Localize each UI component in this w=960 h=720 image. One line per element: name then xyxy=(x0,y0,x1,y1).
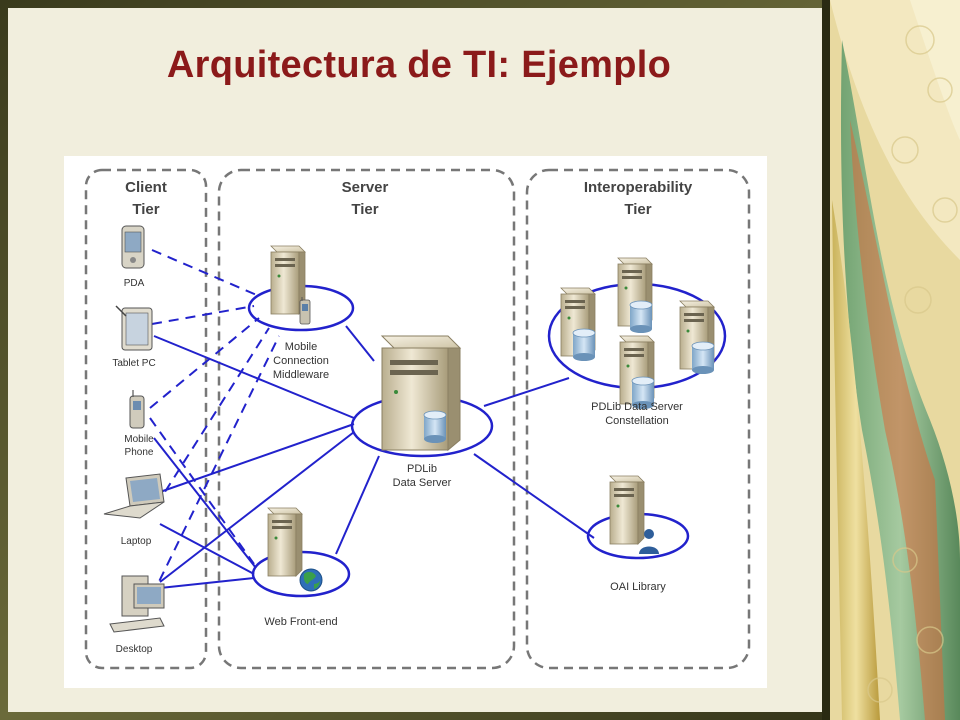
server-tier-box xyxy=(217,168,516,670)
mobile-phone-label-1: Mobile xyxy=(124,434,154,445)
tablet-pc-device[interactable]: Tablet PC xyxy=(112,305,156,369)
laptop-device[interactable]: Laptop xyxy=(103,473,165,547)
architecture-diagram: Client Tier Server Tier Interoperability… xyxy=(64,156,767,688)
web-front-end-server[interactable]: Web Front-end xyxy=(251,507,351,628)
mcm-label-2: Connection xyxy=(273,355,329,367)
globe-icon xyxy=(299,568,323,592)
client-tier-label: Client xyxy=(125,179,167,196)
desktop-computer-icon xyxy=(109,575,165,633)
oai-library-label: OAI Library xyxy=(610,581,666,593)
mcm-label-3: Middleware xyxy=(273,369,329,381)
slide-title: Arquitectura de TI: Ejemplo xyxy=(166,44,672,86)
mobile-phone-icon xyxy=(299,297,311,325)
interop-tier-box xyxy=(525,168,751,670)
pdlib-constellation[interactable]: PDLib Data Server Constellation xyxy=(547,257,727,427)
pda-device[interactable]: PDA xyxy=(121,225,145,289)
pdlib-label-2: Data Server xyxy=(393,477,452,489)
laptop-label: Laptop xyxy=(121,536,152,547)
constellation-server-left xyxy=(560,287,596,362)
pdlib-data-server[interactable]: PDLib Data Server xyxy=(350,335,494,489)
mobile-phone-label-2: Phone xyxy=(125,447,154,458)
laptop-icon xyxy=(103,473,165,519)
pda-icon xyxy=(121,225,145,269)
mcm-label-1: Mobile xyxy=(285,341,317,353)
constellation-label-2: Constellation xyxy=(605,415,669,427)
user-icon xyxy=(639,529,659,554)
tablet-pc-icon xyxy=(115,305,153,351)
pda-label: PDA xyxy=(124,278,145,289)
web-front-end-label: Web Front-end xyxy=(264,616,337,628)
constellation-server-right xyxy=(679,300,715,375)
server-tier-label-2: Tier xyxy=(351,201,378,218)
desktop-device[interactable]: Desktop xyxy=(109,575,165,655)
constellation-label-1: PDLib Data Server xyxy=(591,401,683,413)
constellation-server-bottom xyxy=(619,335,655,410)
database-cylinder-icon xyxy=(423,410,447,444)
server-tower-icon xyxy=(609,475,645,545)
solid-connectors xyxy=(153,325,595,589)
interop-tier-label: Interoperability xyxy=(584,179,693,196)
mobile-phone-icon xyxy=(129,390,145,429)
tablet-pc-label: Tablet PC xyxy=(112,358,155,369)
desktop-label: Desktop xyxy=(116,644,153,655)
mobile-phone-device[interactable]: Mobile Phone xyxy=(124,390,154,458)
oai-library-server[interactable]: OAI Library xyxy=(586,475,690,593)
server-tier-label: Server xyxy=(342,179,389,196)
constellation-server-top xyxy=(617,257,653,334)
pdlib-label-1: PDLib xyxy=(407,463,437,475)
interop-tier-label-2: Tier xyxy=(624,201,651,218)
client-tier-label-2: Tier xyxy=(132,201,159,218)
server-tower-icon xyxy=(380,335,462,452)
mobile-connection-middleware-server[interactable]: Mobile Connection Middleware xyxy=(247,245,355,381)
server-tower-icon xyxy=(267,507,303,577)
client-tier-box xyxy=(84,168,208,670)
